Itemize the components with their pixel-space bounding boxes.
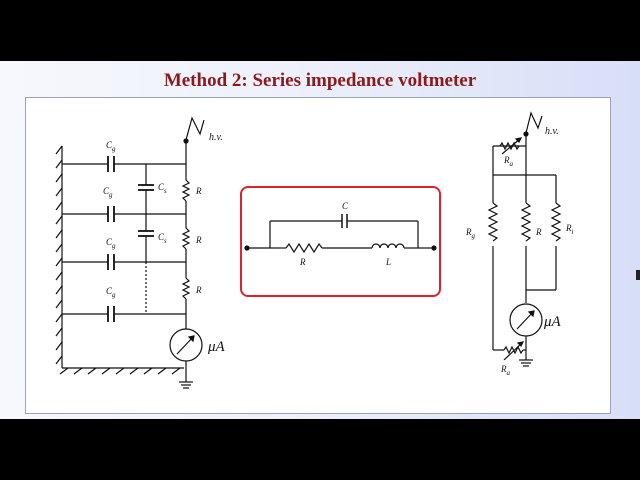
cg-label-4: C bbox=[106, 286, 113, 296]
microammeter-left bbox=[169, 328, 203, 389]
cs-label-2: C bbox=[158, 232, 165, 242]
cg-capacitor-1 bbox=[62, 156, 186, 172]
cg-capacitor-3 bbox=[62, 254, 186, 270]
rg-resistor bbox=[487, 202, 499, 242]
svg-text:Ra: Ra bbox=[503, 155, 514, 168]
hv-label-left: h.v. bbox=[209, 132, 223, 143]
cg-capacitor-2 bbox=[62, 206, 186, 222]
cg-label-3: C bbox=[106, 237, 113, 247]
r-label-1: R bbox=[195, 186, 202, 196]
diagram-panel: h.v. R R R bbox=[25, 97, 611, 414]
meter-label-right: μA bbox=[543, 314, 562, 330]
left-circuit: h.v. R R R bbox=[55, 116, 226, 389]
r-middle-resistor bbox=[520, 202, 532, 242]
svg-text:Ra: Ra bbox=[500, 364, 511, 377]
impedance-c-label: C bbox=[342, 201, 349, 211]
ra-bottom-resistor bbox=[503, 345, 524, 355]
ground-wall bbox=[55, 145, 184, 375]
impedance-l-label: L bbox=[385, 257, 391, 267]
cg-capacitor-4 bbox=[62, 306, 186, 322]
svg-text:Rg: Rg bbox=[465, 227, 476, 240]
r-middle-label: R bbox=[535, 227, 542, 237]
svg-text:Cs: Cs bbox=[158, 182, 167, 195]
ra-top-label: R bbox=[503, 155, 510, 165]
meter-label-left: μA bbox=[207, 339, 226, 355]
svg-text:Cg: Cg bbox=[106, 237, 116, 250]
svg-text:Cg: Cg bbox=[106, 140, 116, 153]
svg-text:Ri: Ri bbox=[565, 223, 574, 236]
svg-text:Cg: Cg bbox=[103, 186, 113, 199]
resistor-r3 bbox=[181, 277, 191, 300]
microammeter-right bbox=[509, 303, 543, 350]
right-circuit: h.v. Ra Rg bbox=[465, 111, 574, 377]
ri-label: R bbox=[565, 223, 572, 233]
cg-label-1: C bbox=[106, 140, 113, 150]
hv-arrow-right bbox=[523, 111, 543, 137]
ri-resistor bbox=[550, 202, 562, 242]
hv-arrow-left bbox=[183, 116, 205, 144]
r-label-3: R bbox=[195, 285, 202, 295]
ra-bottom-label: R bbox=[500, 364, 507, 374]
svg-text:Cg: Cg bbox=[106, 286, 116, 299]
resistor-r1 bbox=[181, 179, 191, 202]
ra-top-resistor bbox=[499, 141, 520, 151]
edge-marker bbox=[636, 270, 640, 280]
slide-title: Method 2: Series impedance voltmeter bbox=[163, 70, 477, 91]
r-label-2: R bbox=[195, 235, 202, 245]
hv-label-right: h.v. bbox=[545, 126, 559, 137]
svg-text:Cs: Cs bbox=[158, 232, 167, 245]
circuit-diagram: h.v. R R R bbox=[55, 111, 574, 389]
rg-label: R bbox=[465, 227, 472, 237]
impedance-box: C R L bbox=[240, 186, 441, 297]
cs-capacitor-chain bbox=[138, 164, 154, 314]
resistor-r2 bbox=[181, 227, 191, 250]
impedance-r-label: R bbox=[299, 257, 306, 267]
slide: Method 2: Series impedance voltmeter h.v… bbox=[0, 61, 640, 419]
cg-label-2: C bbox=[103, 186, 110, 196]
impedance-resistor bbox=[285, 242, 323, 254]
impedance-inductor bbox=[371, 243, 405, 249]
cs-label-1: C bbox=[158, 182, 165, 192]
